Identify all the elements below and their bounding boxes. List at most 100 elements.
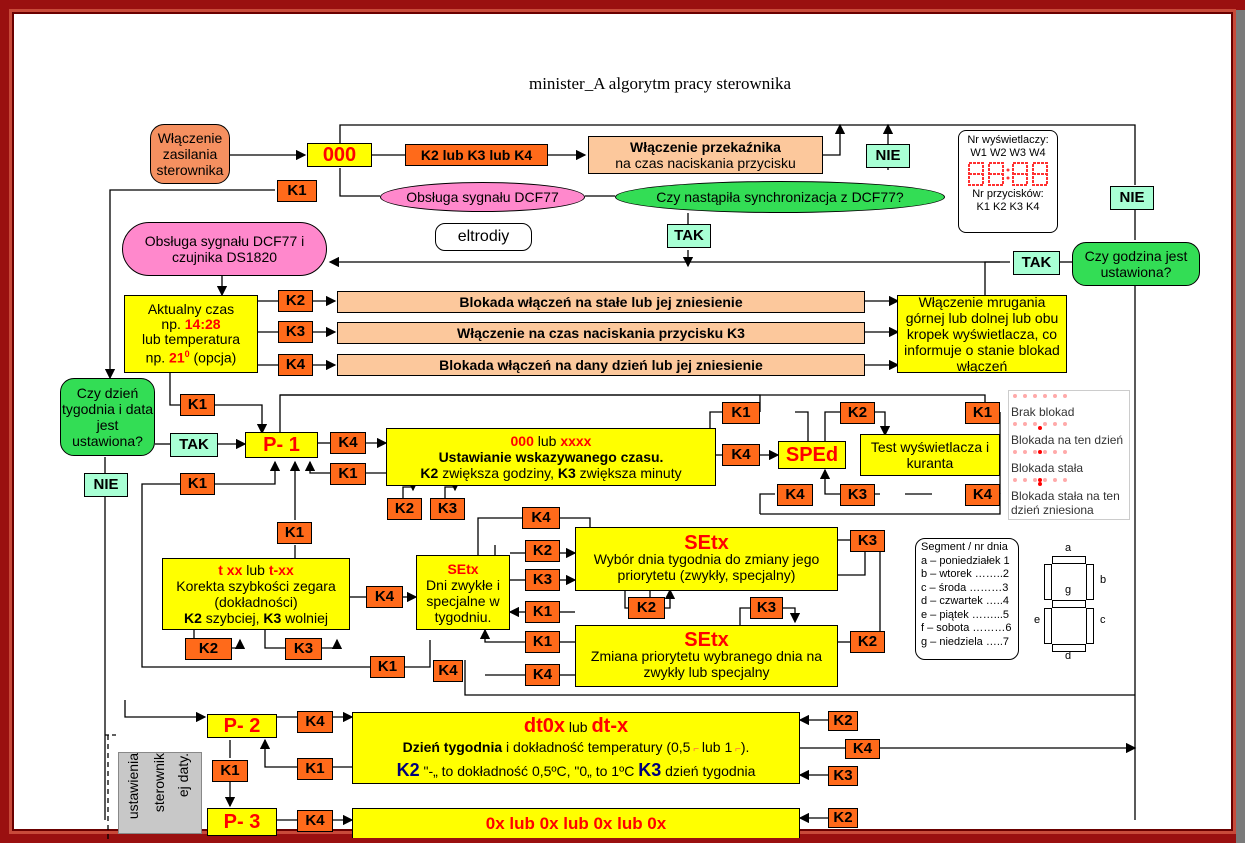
- current-time-l3: lub temperatura: [141, 331, 241, 348]
- time-set-title: Ustawianie wskazywanego czasu.: [438, 449, 664, 465]
- key-k3-row2: K3: [278, 321, 313, 343]
- frame-shadow: [1236, 10, 1245, 843]
- time-set-keys: K2 zwiększa godziny, K3 zwiększa minuty: [420, 465, 682, 481]
- p2-box: P- 2: [207, 714, 277, 738]
- start-code: 000: [322, 144, 357, 166]
- tak-box-dcf: TAK: [667, 224, 711, 248]
- tak-box-date: TAK: [170, 433, 218, 457]
- key-k2-setx-right: K2: [850, 631, 885, 653]
- block-legend-lifted: Blokada stała na ten dzień zniesiona: [1011, 489, 1120, 517]
- key-k4-dt: K4: [845, 739, 880, 759]
- current-time-l2: np. 14:28: [161, 316, 221, 333]
- current-time-l4: np. 210 (opcja): [145, 349, 237, 366]
- blink-dots-box: Włączenie mrugania górnej lub dolnej lub…: [897, 295, 1067, 373]
- segment-row-6: f – sobota ………6: [921, 622, 1012, 634]
- key-k2-corr: K2: [185, 638, 232, 660]
- key-k1-p2-down: K1: [212, 760, 248, 782]
- time-set-question: Czy godzina jest ustawiona?: [1072, 242, 1200, 286]
- display-legend-buttons: K1 K2 K3 K4: [976, 201, 1040, 213]
- key-k3-corr: K3: [285, 638, 322, 660]
- key-k1-corr: K1: [277, 522, 312, 544]
- tak-box-time: TAK: [1013, 251, 1060, 275]
- key-k3-time: K3: [430, 498, 465, 520]
- dots-icon-permanent: [1013, 450, 1067, 454]
- dcf-ds-service: Obsługa sygnału DCF77 i czujnika DS1820: [122, 222, 327, 276]
- key-k2k3k4: K2 lub K3 lub K4: [405, 144, 548, 166]
- day-change-text: Zmiana priorytetu wybranego dnia na zwyk…: [590, 648, 823, 680]
- key-k1-p1-in: K1: [180, 394, 215, 416]
- day-change-box: SEtx Zmiana priorytetu wybranego dnia na…: [575, 625, 838, 687]
- side-text-2: sterownik: [151, 753, 167, 813]
- key-k3-dt: K3: [828, 766, 858, 786]
- key-k4-sped: K4: [722, 444, 760, 466]
- key-k2-p3: K2: [828, 808, 858, 828]
- key-k2-time: K2: [387, 498, 422, 520]
- power-on-box: Włączenie zasilania sterownika: [150, 124, 230, 184]
- segment-row-3: c – środa ………3: [921, 581, 1009, 594]
- display-legend-title: Nr wyświetlaczy:: [967, 134, 1049, 146]
- nie-box-date: NIE: [84, 473, 128, 497]
- dt-box: dt0x lub dt-x Dzień tygodnia i dokładnoś…: [352, 712, 800, 784]
- p2-label: P- 2: [223, 715, 261, 737]
- current-temp-value: 21: [169, 349, 185, 366]
- dots-icon-today: [1013, 422, 1067, 430]
- key-k1-p1-down: K1: [180, 473, 215, 495]
- segment-diagram: a f b g e c d: [1034, 542, 1107, 662]
- segment-row-4: d – czwartek …..4: [921, 595, 1010, 607]
- clock-corr-keys: K2 szybciej, K3 wolniej: [184, 610, 328, 626]
- dcf-service-ellipse: Obsługa sygnału DCF77: [380, 182, 585, 212]
- segment-legend-title: Segment / nr dnia: [921, 541, 1008, 553]
- key-k1-sped-top: K1: [722, 402, 760, 424]
- key-k4-test: K4: [965, 484, 1000, 506]
- block-day-box: Blokada włączeń na dany dzień lub jej zn…: [337, 354, 865, 376]
- relay-on-title: Włączenie przekaźnika: [630, 139, 781, 155]
- relay-on-box: Włączenie przekaźnika na czas naciskania…: [588, 136, 823, 174]
- key-k4-setx2: K4: [525, 664, 560, 686]
- block-legend: Brak blokad Blokada na ten dzień Blokada…: [1008, 390, 1130, 520]
- time-set-top: 000 lub xxxx: [510, 433, 592, 449]
- key-k3-setx: K3: [525, 569, 560, 591]
- key-k1-corr-bottom: K1: [370, 656, 405, 678]
- display-legend-buttons-title: Nr przycisków:: [972, 188, 1044, 200]
- day-choose-box: SEtx Wybór dnia tygodnia do zmiany jego …: [575, 527, 838, 591]
- clock-corr-box: t xx lub t-xx Korekta szybkości zegara (…: [162, 558, 350, 630]
- nie-box-top: NIE: [866, 144, 910, 168]
- key-k4-p3: K4: [297, 810, 333, 832]
- display-legend-w: W1 W2 W3 W4: [970, 147, 1046, 159]
- key-k4-days-bottom: K4: [433, 660, 463, 682]
- clock-corr-title: Korekta szybkości zegara (dokładności): [176, 578, 336, 610]
- p1-box: P- 1: [245, 432, 318, 458]
- p1-label: P- 1: [263, 434, 300, 456]
- days-text: Dni zwykłe i specjalne w tygodniu.: [426, 576, 500, 625]
- display-legend: Nr wyświetlaczy: W1 W2 W3 W4 Nr przycisk…: [958, 130, 1058, 233]
- sped-label: SPEd: [785, 444, 839, 466]
- key-k3-daychange: K3: [750, 597, 783, 619]
- key-k4-p2: K4: [297, 711, 333, 733]
- dots-icon-lifted: [1013, 478, 1067, 486]
- nie-box-right: NIE: [1110, 186, 1154, 210]
- segment-legend: Segment / nr dnia a – poniedziałek 1 b –…: [915, 538, 1019, 660]
- key-k4-setx-top: K4: [522, 507, 560, 529]
- current-time-value: 14:28: [184, 316, 221, 333]
- p3-content-box: 0x lub 0x lub 0x lub 0x: [352, 808, 800, 838]
- block-legend-permanent: Blokada stała: [1011, 461, 1084, 475]
- key-k1-p1-back: K1: [330, 463, 366, 485]
- key-k2-test: K2: [840, 402, 875, 424]
- segment-row-7: g – niedziela …..7: [921, 635, 1010, 648]
- side-text-3: ej daty.: [175, 753, 191, 798]
- day-choose-setx: SEtx: [684, 532, 729, 554]
- display-test-box: Test wyświetlacza i kuranta: [860, 434, 1000, 476]
- key-k2-setx: K2: [525, 540, 560, 562]
- p3-label: P- 3: [223, 811, 261, 833]
- segment-row-1: a – poniedziałek 1: [921, 554, 1010, 567]
- diagram-title: minister_A algorytm pracy sterownika: [528, 74, 792, 93]
- key-k3-setx-right: K3: [850, 530, 885, 552]
- start-code-box: 000: [307, 143, 372, 167]
- key-k4-row3: K4: [278, 354, 313, 376]
- dcf-sync-question: Czy nastąpiła synchronizacja z DCF77?: [615, 181, 945, 213]
- eltrodiy-label: eltrodiy: [435, 223, 532, 251]
- dots-icon-none: [1013, 394, 1067, 398]
- current-time-l1: Aktualny czas: [147, 301, 235, 318]
- key-k1-p2-back: K1: [297, 758, 333, 780]
- relay-on-sub: na czas naciskania przycisku: [615, 155, 796, 171]
